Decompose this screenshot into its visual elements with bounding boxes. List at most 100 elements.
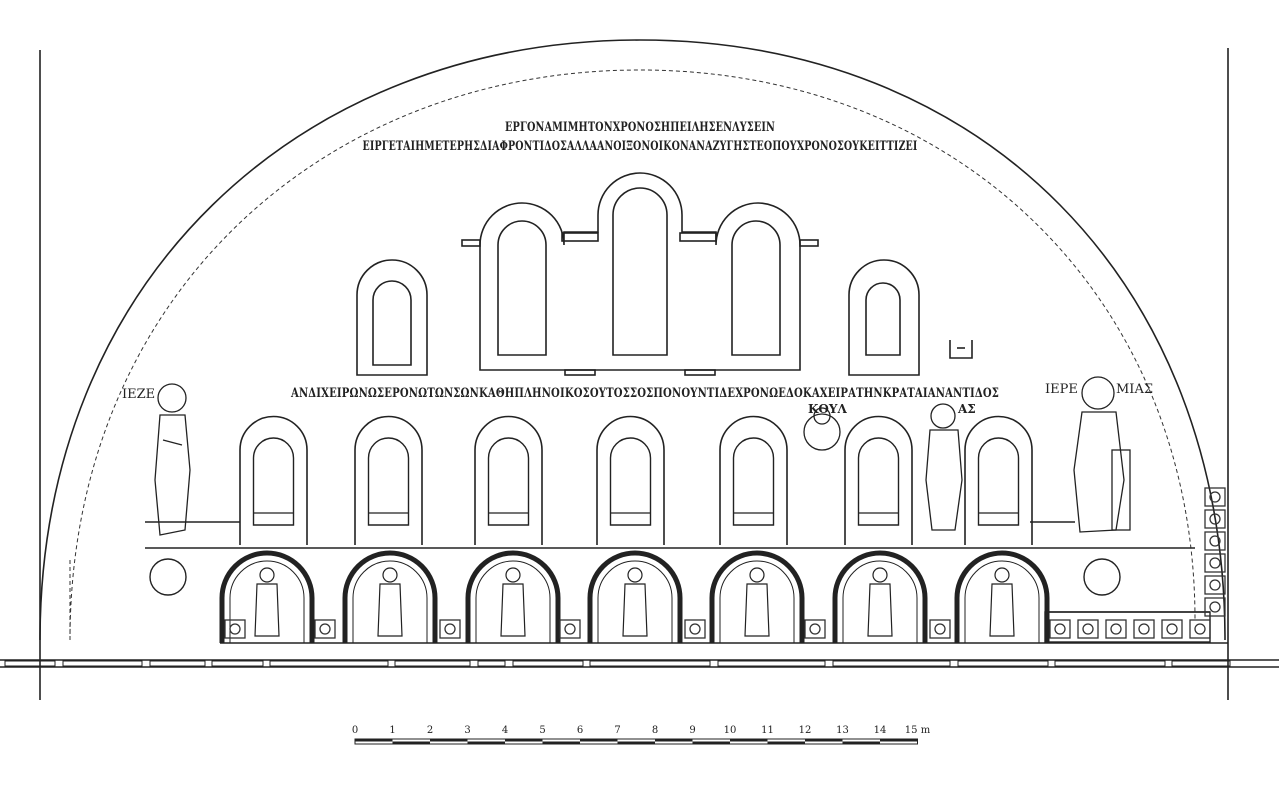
scale-segment-13 (805, 739, 843, 742)
frieze-rosette-10 (1110, 623, 1122, 635)
scale-segment-5 (505, 739, 543, 742)
side-cell-4 (1204, 553, 1226, 573)
frieze-ornaments (224, 619, 1211, 639)
frieze-cell-3 (439, 619, 461, 639)
frieze-rosette-2 (319, 623, 331, 635)
middle-window-6 (844, 415, 913, 545)
scale-segment-8 (617, 741, 655, 744)
niche-saint-head-4 (627, 567, 643, 583)
ground-block-1 (4, 660, 56, 667)
middle-window-1 (239, 415, 308, 545)
niche-inner-4 (597, 560, 673, 643)
middle-window-inner-1 (252, 437, 295, 526)
niche-saint-body-6 (867, 583, 893, 637)
scale-tick-label-15: 15 m (905, 725, 931, 736)
frieze-cell-6 (804, 619, 826, 639)
frieze-rosette-8 (1054, 623, 1066, 635)
prophet-figure-left (154, 383, 191, 536)
ground-block-4 (211, 660, 264, 667)
label-prophet-right-a: ΙΕΡΕ (1045, 382, 1078, 397)
scale-tick-label-14: 14 (874, 725, 887, 736)
side-rosette-2 (1209, 513, 1221, 525)
ground-block-12 (957, 660, 1049, 667)
frieze-cell-13 (1189, 619, 1211, 639)
frieze-rosette-12 (1166, 623, 1178, 635)
frieze-cell-1 (224, 619, 246, 639)
side-cell-5 (1204, 575, 1226, 595)
scale-tick-label-0: 0 (352, 725, 358, 736)
niche-saint-body-7 (989, 583, 1015, 637)
frieze-cell-8 (1049, 619, 1071, 639)
inner-dashed-arch (69, 69, 1196, 641)
scale-tick-label-7: 7 (614, 725, 620, 736)
roundel-right (1083, 558, 1121, 596)
middle-window-inner-4 (609, 437, 652, 526)
side-rosette-3 (1209, 535, 1221, 547)
side-rosette-1 (1209, 491, 1221, 503)
medallion-saint (803, 403, 963, 531)
scale-tick-label-12: 12 (799, 725, 812, 736)
middle-window-inner-6 (857, 437, 900, 526)
scale-segment-2 (392, 741, 430, 744)
scale-segment-12 (767, 741, 805, 744)
scale-tick-label-9: 9 (689, 725, 695, 736)
middle-window-4 (596, 415, 665, 545)
inscription-top-line-2: ΕΙΡΓΕΤΑΙΗΜΕΤΕΡΗΣΔΙΑΦΡΟΝΤΙΔΟΣΑΛΛΑΑΝΟΙΞΟΝΟ… (363, 139, 918, 154)
frieze-rosette-4 (564, 623, 576, 635)
scale-segment-15 (880, 739, 918, 742)
niche-arch-6 (832, 550, 928, 643)
frieze-rosette-9 (1082, 623, 1094, 635)
cornice-lines (145, 521, 1195, 549)
frieze-cell-2 (314, 619, 336, 639)
scale-segment-3 (430, 739, 468, 742)
niche-saint-body-3 (500, 583, 526, 637)
scale-tick-label-13: 13 (836, 725, 849, 736)
ground-block-11 (832, 660, 951, 667)
base-frieze (220, 611, 1228, 644)
label-medallion-a: ΚΟΥΛ (808, 402, 847, 416)
niche-saint-head-2 (382, 567, 398, 583)
ground-block-13 (1054, 660, 1166, 667)
scale-segment-14 (842, 741, 880, 744)
frieze-rosette-1 (229, 623, 241, 635)
scale-segment-10 (692, 741, 730, 744)
scale-tick-label-1: 1 (389, 725, 395, 736)
frieze-rosette-13 (1194, 623, 1206, 635)
frieze-rosette-11 (1138, 623, 1150, 635)
label-prophet-left: ΙΕΖΕ (122, 387, 155, 402)
niche-inner-1 (229, 560, 305, 643)
inscription-middle-line: ΑΝΔΙΧΕΙΡΩΝΩΣΕΡΟΝΩΤΩΝΣΩΝΚΑΘΗΠΛΗΝΟΙΚΟΣΟΥΤΟ… (290, 386, 999, 401)
niche-arch-3 (465, 550, 561, 643)
side-cell-3 (1204, 531, 1226, 551)
frieze-rosette-5 (689, 623, 701, 635)
upper-window-group (356, 172, 920, 376)
label-medallion-b: ΑΣ (957, 402, 976, 416)
outer-arch (39, 39, 1226, 641)
side-rosette-6 (1209, 601, 1221, 613)
label-prophet-right-b: ΜΙΑΣ (1116, 382, 1153, 397)
side-rosette-4 (1209, 557, 1221, 569)
niche-saint-head-1 (259, 567, 275, 583)
frieze-cell-11 (1133, 619, 1155, 639)
niche-arch-7 (954, 550, 1050, 643)
scale-tick-label-10: 10 (724, 725, 737, 736)
frieze-rosette-6 (809, 623, 821, 635)
frieze-cell-10 (1105, 619, 1127, 639)
scale-segment-1 (355, 739, 393, 742)
side-cell-1 (1204, 487, 1226, 507)
niche-inner-7 (964, 560, 1040, 643)
frieze-cell-5 (684, 619, 706, 639)
frieze-cell-7 (929, 619, 951, 639)
scale-segment-6 (542, 741, 580, 744)
lower-niche-row (219, 550, 1050, 643)
ground-block-14 (1171, 660, 1231, 667)
middle-window-inner-3 (487, 437, 530, 526)
right-side-ornament-column (1204, 487, 1226, 617)
scale-tick-label-8: 8 (652, 725, 658, 736)
niche-saint-body-2 (377, 583, 403, 637)
scale-segment-9 (655, 739, 693, 742)
side-rosette-5 (1209, 579, 1221, 591)
